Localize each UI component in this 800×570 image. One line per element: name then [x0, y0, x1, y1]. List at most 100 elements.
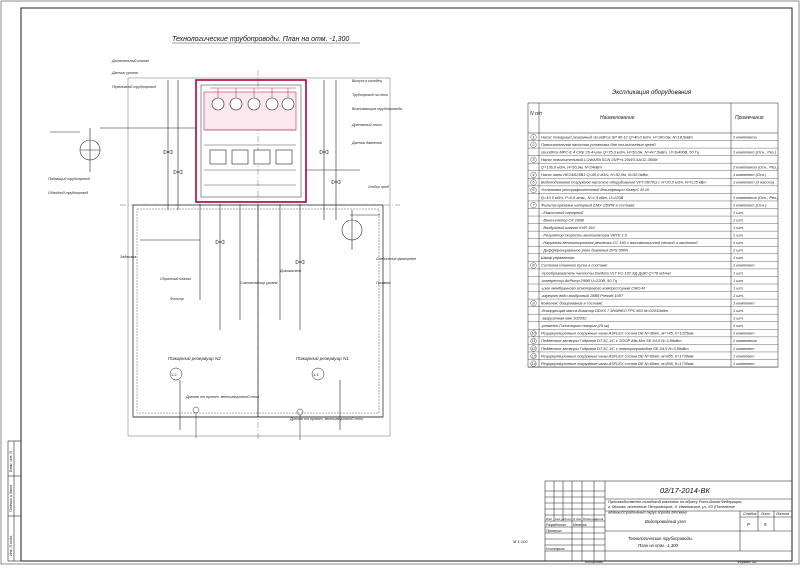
explication-row-note: 1 шт.: [733, 285, 744, 290]
explication-row-name: -реагент Гипохлорит натрия (25 кг): [541, 323, 610, 328]
explication-row-name: -узел мембранного осмотрового компрессор…: [541, 285, 646, 290]
callout-level-sensor: Датчик уровня: [111, 71, 138, 75]
explication-row-note: 1 комплект: [733, 353, 755, 358]
explication-row-name: - Емкостной напорный: [541, 210, 584, 215]
explication-row-num: 5: [532, 180, 535, 185]
plan-callouts: Дыхательный клапан Датчик уровня Перелив…: [48, 59, 416, 421]
callout-breather-valve: Дыхательный клапан: [111, 59, 149, 63]
explication-row-name: Рециркуляционные погружные чаны ASFLEX с…: [541, 361, 694, 366]
title-block-role-norm: Н.контроль: [546, 547, 565, 551]
callout-check-valve: Обратный клапан: [160, 277, 191, 281]
explication-row-note: 1 шт.: [733, 255, 744, 260]
bottom-outlets: [192, 406, 304, 440]
explication-row-num: 10: [531, 331, 536, 336]
explication-row-name: - Воздушный клапан KVR 160: [541, 225, 595, 230]
explication-row-note: 1 шт.: [733, 308, 744, 313]
title-block-object: Производственно-складской комплекс по ад…: [608, 499, 742, 514]
explication-row-name: - Вентилятор СК 160В: [541, 217, 584, 222]
explication-row-note: 1 шт.: [733, 210, 744, 215]
explication-row-num: 6: [532, 187, 535, 192]
explication-row-note: 1 шт.: [733, 316, 744, 321]
explication-row-num: 1: [532, 134, 534, 139]
explication-row-note: 1 комплект: [733, 300, 755, 305]
title-block-code: 02/17-2014-ВК: [660, 486, 710, 495]
explication-row-note: 1 шт.: [733, 233, 744, 238]
callout-drain-right: Дренаж от проект. вентиляционной сети: [289, 417, 363, 421]
explication-row-name: - Регулятор скорости вентилятора VRTE 1,…: [541, 233, 628, 238]
explication-row-name: -преобразователь частоты Danfoss VLT FC-…: [541, 270, 671, 275]
explication-num-circle: [530, 262, 537, 269]
explication-row-note: 1 комплект (Осн.): [733, 202, 767, 207]
callout-flange: Соединение фланцевое: [376, 257, 416, 261]
explication-row-note: 1 шт.: [733, 278, 744, 283]
title-block-format: Формат А2: [737, 560, 757, 564]
explication-row-name: -загрузочная емк 1029ЗС: [541, 316, 587, 321]
explication-row-name: -компрессор AirPump 290В U=220В, 50 Гц: [541, 278, 618, 283]
title-block-col-header: Подпись: [583, 517, 596, 521]
explication-row-name: Насос мини НЕ24/625В1 Q=40,0 м3/ч, H=52,…: [541, 172, 649, 177]
callout-gate-valve: Задвижка: [120, 255, 136, 259]
reservoir-walls: [132, 204, 384, 418]
callout-drain-pump: Дренажный насос: [351, 123, 382, 127]
explication-row-name: Повысительная насосная установка для хоз…: [541, 142, 656, 147]
axis-label-left: 1.2: [171, 372, 177, 377]
explication-row-name: GrundFos MPC-E 4 CRE 20-4+pov Q=75,0 м3/…: [541, 149, 700, 154]
explication-row-num: 13: [531, 353, 536, 358]
explication-num-circle: [530, 360, 537, 367]
explication-row-note: 1 комплект: [733, 263, 755, 268]
callout-bypass: Обводной трубопровод: [48, 191, 88, 195]
title-block-col-header: N док.: [573, 517, 582, 521]
explication-row-name: - Наружная вентиляционная решетка СС 160…: [541, 240, 698, 245]
explication-row-num: 12: [531, 346, 536, 351]
callout-filter: Фильтр: [170, 297, 184, 301]
title-block-col-header: Изм.: [546, 517, 553, 521]
title-block-col-header: Кол.уч: [555, 517, 565, 521]
title-block-col-header: Лист: [563, 517, 572, 521]
title-block-object-line: Производственно-складской комплекс по ад…: [608, 499, 742, 504]
callout-pressure-sensor: Датчик давления: [351, 141, 382, 145]
reservoir-right-name: Пожарный резервуар N1: [296, 355, 349, 361]
explication-row-name: Рециркуляционные погружные чаны ASFLEX с…: [541, 331, 694, 336]
explication-row-note: 1 комплект: [733, 361, 755, 366]
title-block-sheet-title-1: Технологические трубопроводы.: [628, 536, 693, 541]
explication-row-num: 3: [532, 157, 535, 162]
title-block-object-line: административный округ города Москвы): [608, 509, 687, 514]
explication-row-name: -агрегат водо-воздушный 28В8 Pressfit 10…: [541, 293, 624, 298]
explication-num-circle: [530, 338, 537, 345]
axis-label-right: 1.1: [313, 372, 319, 377]
title-block-stage-header: Стадия: [743, 512, 757, 516]
title-block-name-developer: Мельков: [573, 523, 587, 527]
title-block-col-header: Дата: [594, 517, 603, 521]
scale-note: М 1:100: [513, 539, 528, 544]
explication-row-note: 1 шт.: [733, 217, 744, 222]
explication-header-note: Примечание: [735, 115, 764, 121]
explication-row-note: 1 шт.: [733, 240, 744, 245]
explication-num-circle: [530, 156, 537, 163]
axis-bubble-right: [311, 367, 325, 381]
stamp-inv-original: Инв. N подл.: [9, 535, 13, 556]
title-block-sheets-header: Листов: [775, 512, 789, 516]
explication-row-name: Система плавного пуска в составе:: [541, 263, 608, 268]
explication-row-num: 7: [532, 202, 535, 207]
stamp-replace-inv: Взам. инв. N: [9, 451, 13, 472]
title-block-stage: Р: [747, 522, 750, 527]
explication-row-name: Шкаф управления: [541, 255, 574, 260]
explication-row-name: Подвесные затворы Гидроюм DT-3С-VC с эле…: [541, 346, 689, 351]
explication-row-num: 11: [531, 338, 535, 343]
title-block-role-checked: Проверил: [546, 529, 562, 533]
explication-row-name: Рециркуляционные погружные чаны ASFLEX с…: [541, 353, 694, 358]
callout-level-alarm: Сигнализатор уровня: [240, 281, 278, 285]
explication-num-circle: [530, 134, 537, 141]
reservoir-left-name: Пожарный резервуар N2: [168, 355, 221, 361]
explication-row-note: 2 комплекта: [732, 338, 757, 343]
explication-num-circle: [530, 330, 537, 337]
callout-supply: Подающий трубопровод: [48, 177, 90, 181]
explication-row-num: 14: [531, 361, 536, 366]
explication-row-name: Установка ультрафиолетовой дезинфекции Л…: [541, 187, 650, 192]
explication-header-name: Наименование: [600, 115, 635, 121]
explication-num-circle: [530, 179, 537, 186]
valves: [163, 149, 341, 265]
explication-row-name: Насос повысительный LOWARA SCN 25/P+s 20…: [541, 157, 658, 162]
explication-title: Экспликация оборудования: [612, 89, 692, 96]
